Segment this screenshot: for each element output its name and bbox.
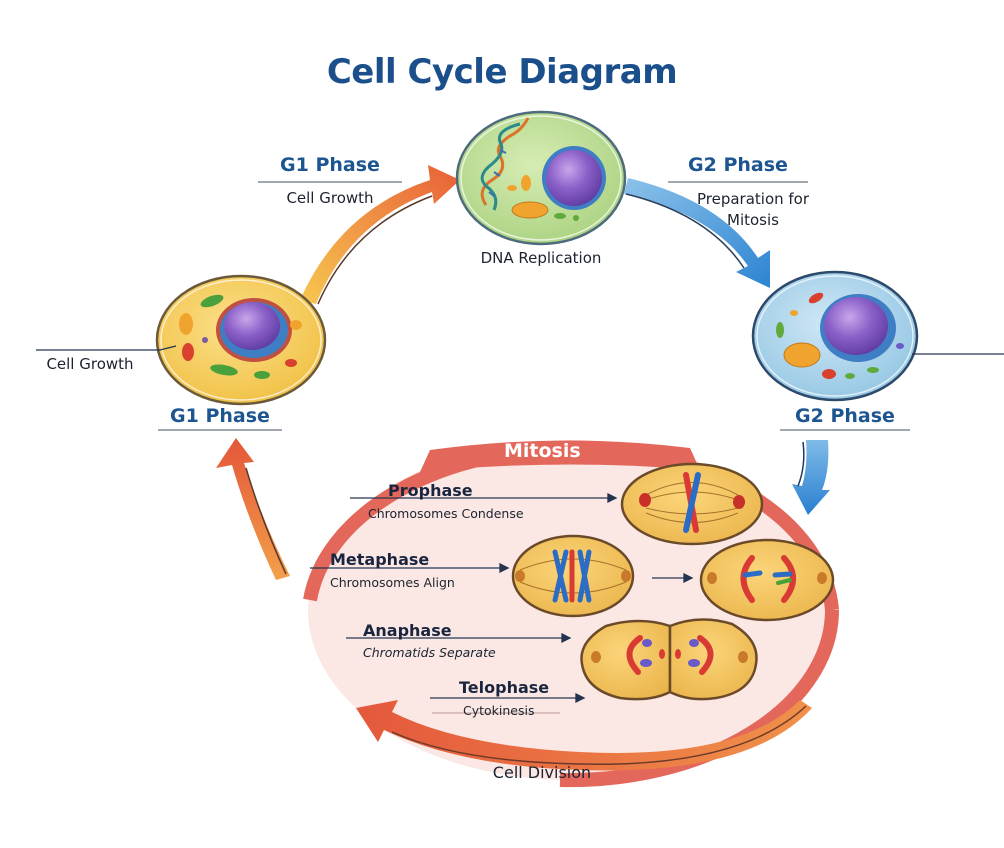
arrow-s-to-g2 xyxy=(624,178,770,288)
g1-cell-caption: G1 Phase xyxy=(170,405,270,427)
prophase-cell xyxy=(620,462,764,546)
mitosis-label-banner xyxy=(420,440,700,472)
dna-helix-icon xyxy=(480,117,530,211)
s-phase-cell xyxy=(455,110,627,246)
dna-replication-caption: DNA Replication xyxy=(480,249,602,267)
anaphase-description: Chromatids Separate xyxy=(363,645,496,660)
g1-phase-heading-top: G1 Phase xyxy=(280,154,380,176)
cell-division-caption: Cell Division xyxy=(492,763,592,782)
leader-lines xyxy=(36,345,1004,704)
mitosis-label: Mitosis xyxy=(504,440,581,462)
arrow-cell-division xyxy=(356,700,812,771)
heading-rules xyxy=(158,181,910,714)
metaphase-description: Chromosomes Align xyxy=(330,575,455,590)
arrow-mitosis-to-g1 xyxy=(216,438,290,580)
arrow-g2-to-mitosis xyxy=(792,440,830,515)
prophase-description: Chromosomes Condense xyxy=(368,506,524,521)
anaphase-cell xyxy=(699,538,835,622)
arrow-g1-to-s xyxy=(300,165,460,305)
g1-cell-side-label: Cell Growth xyxy=(46,355,134,373)
metaphase-heading: Metaphase xyxy=(330,550,430,569)
g1-phase-subtext-top: Cell Growth xyxy=(286,189,374,207)
g1-cell xyxy=(155,274,327,406)
telophase-description: Cytokinesis xyxy=(463,703,535,718)
g2-cell xyxy=(751,270,919,402)
metaphase-cell xyxy=(511,534,635,618)
telophase-cells xyxy=(580,618,758,701)
g2-phase-subtext-line1: Preparation for xyxy=(696,190,810,208)
anaphase-heading: Anaphase xyxy=(363,621,452,640)
telophase-heading: Telophase xyxy=(459,678,550,697)
prophase-heading: Prophase xyxy=(388,481,473,500)
g2-phase-heading-top: G2 Phase xyxy=(688,154,788,176)
g2-cell-caption: G2 Phase xyxy=(795,405,895,427)
page-title: Cell Cycle Diagram xyxy=(326,52,678,92)
g2-phase-subtext-line2: Mitosis xyxy=(727,211,779,229)
